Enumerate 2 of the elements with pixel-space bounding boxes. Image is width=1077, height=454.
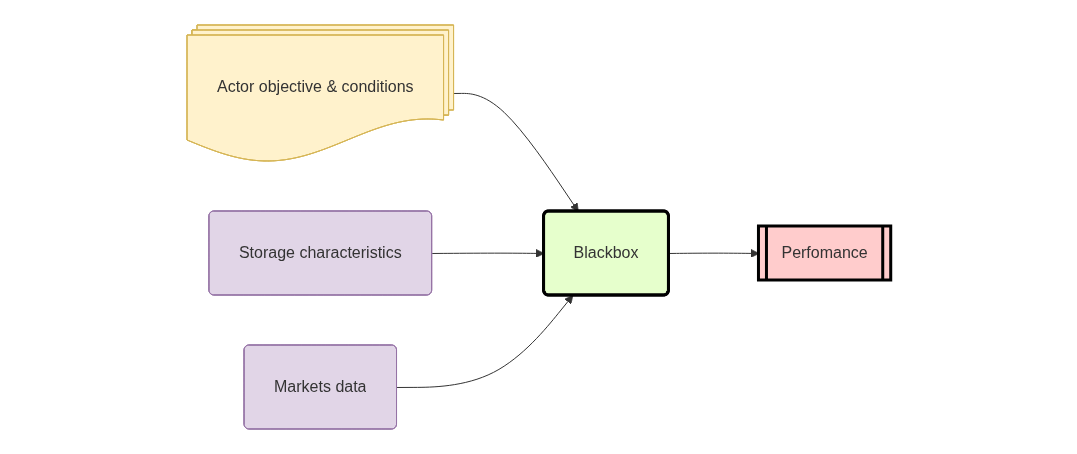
arrow xyxy=(396,295,573,388)
arrow xyxy=(668,249,759,258)
